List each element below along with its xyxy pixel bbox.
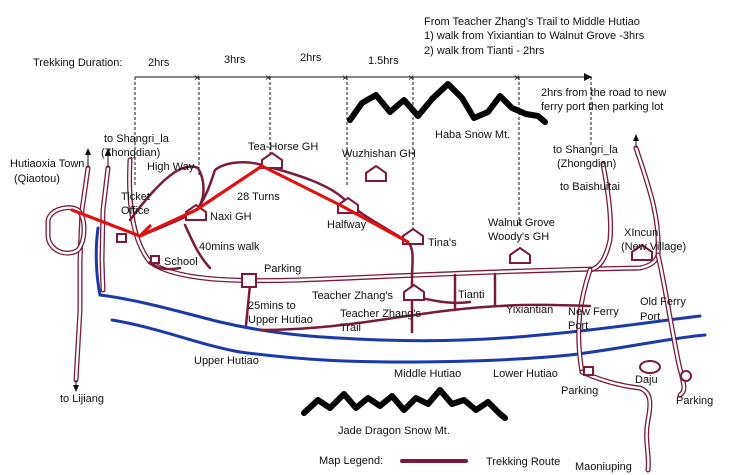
- red-trek-route: [70, 164, 410, 244]
- forty-mins-label: 40mins walk: [199, 241, 260, 253]
- parking-mid-label: Parking: [264, 263, 301, 275]
- daju-icon: [639, 360, 661, 374]
- naxi-label: Naxi GH: [210, 211, 252, 223]
- header-line-1: 1) walk from Yixiantian to Walnut Grove …: [424, 30, 645, 42]
- river-lower: [110, 318, 707, 364]
- river-upper: [98, 293, 702, 343]
- to-shangrila-right-2: (Zhongdian): [557, 158, 616, 170]
- old-ferry-label-2: Port: [640, 311, 660, 323]
- to-shangrila-right-1: to Shangri_la: [553, 144, 619, 156]
- duration-seg-3: 2hrs: [300, 52, 322, 64]
- halfway-house-icon: [337, 196, 359, 214]
- daju-label: Daju: [635, 374, 658, 386]
- direction-arrows: [73, 134, 639, 392]
- upper-hutiao-label: Upper Hutiao: [194, 355, 259, 367]
- teacher-zhang-gh-label: Teacher Zhang's: [312, 290, 393, 302]
- school-icon: [150, 255, 160, 264]
- guesthouse-icons: [116, 151, 692, 382]
- wuzhishan-house-icon: [365, 164, 387, 182]
- hutiaoxia-label-2: (Qiaotou): [14, 173, 60, 185]
- teacher-zhang-house-icon: [403, 283, 425, 301]
- red-trek-route-branch: [138, 224, 152, 238]
- highway-network: [45, 145, 687, 473]
- maoniuping-label: Maoniuping: [575, 461, 632, 473]
- teacher-trail-label-2: Trail: [340, 322, 361, 334]
- svg-text:×: ×: [408, 72, 414, 84]
- parking-right-label: Parking: [676, 395, 713, 407]
- walnut-label-1: Walnut Grove: [488, 217, 555, 229]
- halfway-label: Halfway: [327, 219, 367, 231]
- to-shangrila-left-1: to Shangri_la: [104, 133, 170, 145]
- svg-text:×: ×: [342, 72, 348, 84]
- duration-scale: × × × × ×: [134, 72, 592, 245]
- duration-label: Trekking Duration:: [33, 57, 122, 69]
- svg-text:×: ×: [514, 72, 520, 84]
- xincun-label-2: (New Village): [621, 241, 686, 253]
- haba-mountain-icon: [347, 81, 548, 125]
- middle-hutiao-label: Middle Hutiao: [394, 368, 461, 380]
- teacher-trail-label-1: Teacher Zhang's: [340, 308, 421, 320]
- new-ferry-label-1: New Ferry: [568, 306, 619, 318]
- naxi-house-icon: [185, 203, 207, 221]
- parking-mid-icon: [241, 273, 257, 288]
- wuzhishan-label: Wuzhishan GH: [342, 148, 416, 160]
- walnut-house-icon: [509, 246, 531, 264]
- duration-seg-1: 2hrs: [148, 57, 170, 69]
- ferry-note-2: ferry port then parking lot: [541, 101, 663, 113]
- ferry-note-1: 2hrs from the road to new: [541, 87, 666, 99]
- to-baishuitai-label: to Baishuitai: [560, 181, 620, 193]
- legend-label: Map Legend:: [319, 455, 383, 467]
- hutiaoxia-label-1: Hutiaoxia Town: [10, 158, 84, 170]
- haba-label: Haba Snow Mt.: [435, 129, 510, 141]
- header-line-2: 2) walk from Tianti - 2hrs: [424, 45, 545, 57]
- ticket-label-1: Ticket: [121, 191, 150, 203]
- xincun-house-icon: [631, 243, 653, 261]
- duration-seg-4: 1.5hrs: [368, 55, 399, 67]
- school-label: School: [164, 256, 198, 268]
- jade-dragon-label: Jade Dragon Snow Mt.: [338, 425, 450, 437]
- xincun-label-1: XIncun: [624, 227, 658, 239]
- tianti-label: Tianti: [458, 289, 485, 301]
- parking-daju-label: Parking: [561, 385, 598, 397]
- jade-dragon-mountain-icon: [301, 387, 508, 421]
- yixiantian-label: Yixiantian: [506, 304, 553, 316]
- header-title: From Teacher Zhang's Trail to Middle Hut…: [424, 16, 640, 28]
- high-way-label: High Way: [147, 161, 195, 173]
- twentyfive-label-2: Upper Hutiao: [248, 314, 313, 326]
- to-shangrila-left-2: (Zhongdian): [101, 147, 160, 159]
- river-upstream: [94, 226, 102, 297]
- new-ferry-label-2: Port: [568, 320, 588, 332]
- parking-right-icon: [680, 370, 692, 382]
- tea-horse-label: Tea-Horse GH: [248, 141, 318, 153]
- ticket-office-icon: [116, 233, 127, 243]
- svg-text:×: ×: [265, 72, 271, 84]
- svg-text:×: ×: [194, 72, 200, 84]
- twentyfive-label-1: 25mins to: [248, 300, 296, 312]
- to-lijiang-label: to Lijiang: [60, 393, 104, 405]
- map-legend: Map Legend: Trekking Route: [319, 455, 560, 468]
- lower-hutiao-label: Lower Hutiao: [493, 368, 558, 380]
- old-ferry-label-1: Old Ferry: [640, 296, 686, 308]
- tinas-label: Tina's: [428, 237, 457, 249]
- ticket-label-2: Office: [121, 205, 150, 217]
- walnut-label-2: Woody's GH: [488, 231, 549, 243]
- duration-seg-2: 3hrs: [224, 54, 246, 66]
- legend-route-label: Trekking Route: [486, 456, 560, 468]
- parking-daju-icon: [583, 366, 594, 376]
- twenty-eight-turns-label: 28 Turns: [237, 191, 280, 203]
